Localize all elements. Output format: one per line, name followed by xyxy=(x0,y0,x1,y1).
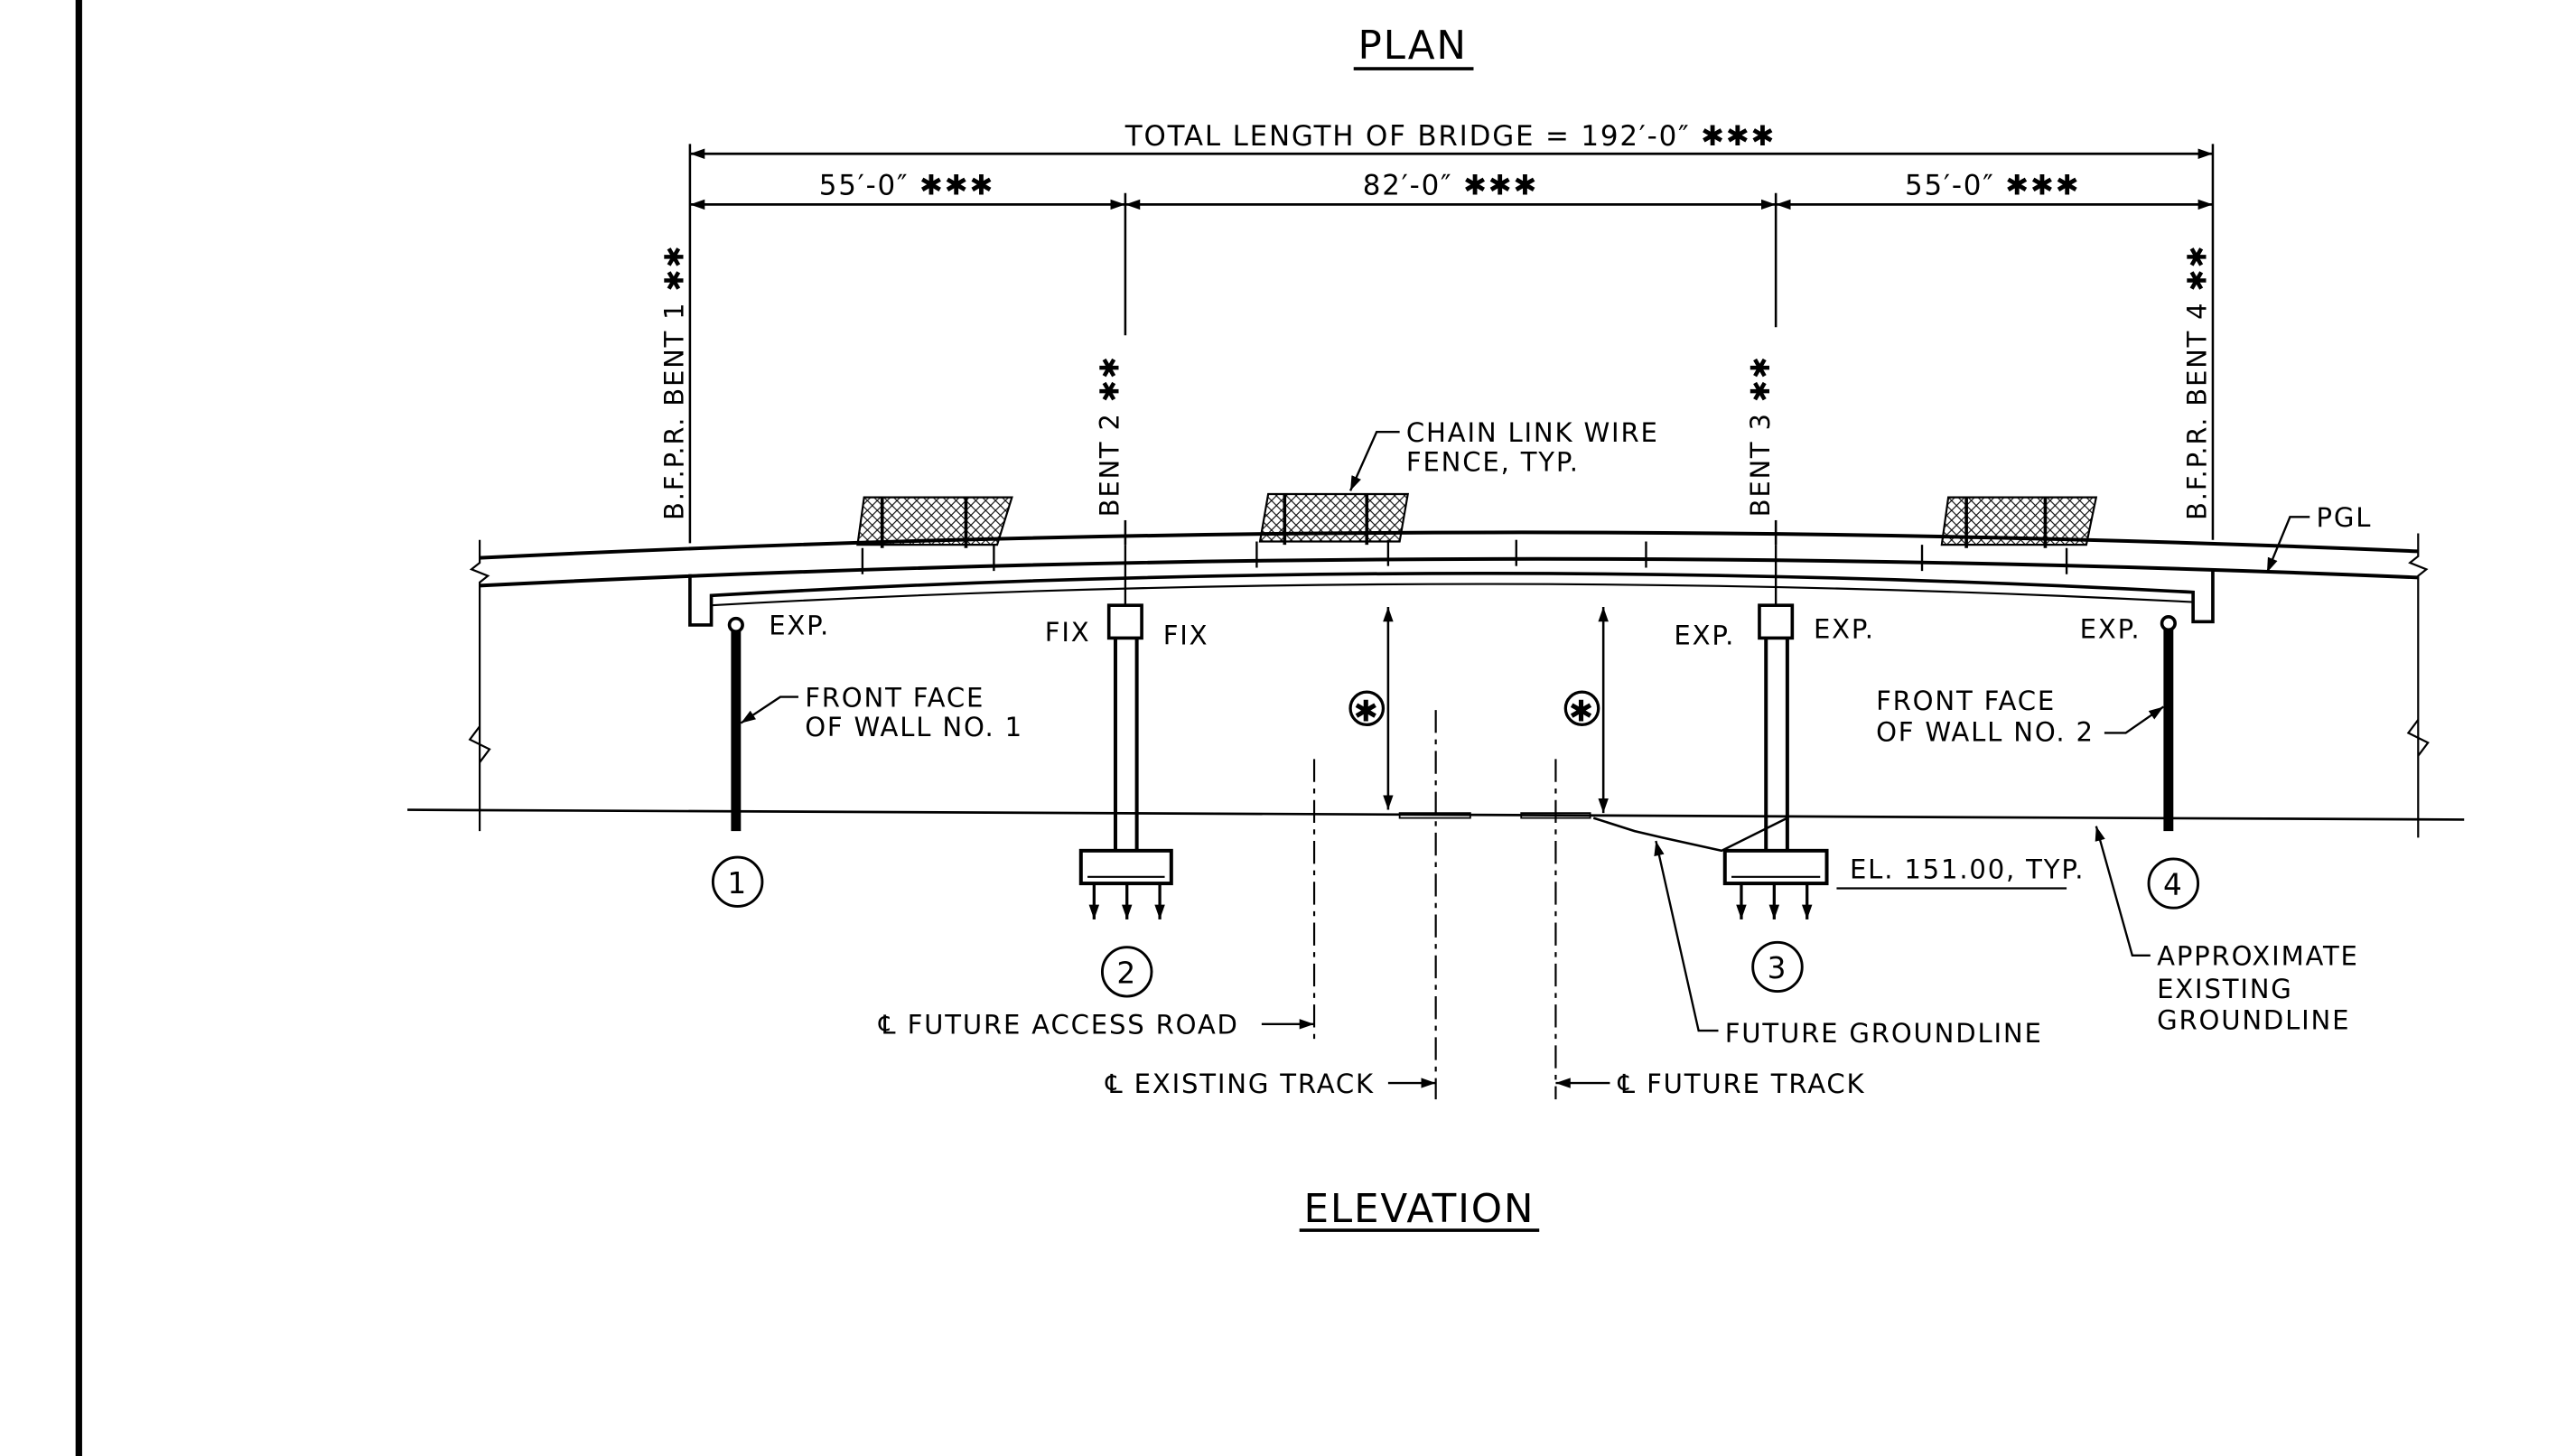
clearance-dimension-left: ✱ xyxy=(1348,606,1394,810)
pgl-callout: PGL xyxy=(2265,502,2373,574)
chain-link-fence-center xyxy=(1258,492,1410,546)
future-groundline-callout: FUTURE GROUNDLINE xyxy=(1654,840,2043,1049)
bridge-deck xyxy=(468,530,2430,838)
bearing-bent3-right-label: EXP. xyxy=(1814,613,1875,644)
plan-title-text: PLAN xyxy=(1358,23,1467,69)
wall1-note-line1: FRONT FACE xyxy=(805,683,984,714)
span3-label: 55′-0″ ✱✱✱ xyxy=(1905,170,2080,202)
total-length-dimension: TOTAL LENGTH OF BRIDGE = 192′-0″ ✱✱✱ xyxy=(689,120,2213,159)
bearing-bent2-left-label: FIX xyxy=(1045,617,1091,648)
wall-2 xyxy=(2160,615,2177,832)
bent-4-number: 4 xyxy=(2163,868,2184,902)
bent-3-column xyxy=(1722,603,1829,919)
bent-lines xyxy=(688,144,2215,546)
bearing-bent3-left-label: EXP. xyxy=(1674,621,1735,651)
clearance-right-symbol: ✱ xyxy=(1569,695,1595,729)
wall-1 xyxy=(727,616,744,832)
future-track-callout: ℄ FUTURE TRACK xyxy=(1555,1069,1866,1099)
bent3-label: BENT 3 ✱✱ xyxy=(1745,355,1776,517)
bent2-label: BENT 2 ✱✱ xyxy=(1095,355,1125,517)
future-access-road-label: ℄ FUTURE ACCESS ROAD xyxy=(878,1010,1239,1041)
future-groundline-label: FUTURE GROUNDLINE xyxy=(1725,1018,2043,1049)
bent-1-bubble: 1 xyxy=(711,855,764,908)
elevation-note: EL. 151.00, TYP. xyxy=(1836,854,2085,890)
wall-1-callout: FRONT FACE OF WALL NO. 1 xyxy=(740,683,1023,742)
wall2-note-line1: FRONT FACE xyxy=(1876,686,2056,716)
bearing-bent1-label: EXP. xyxy=(769,611,830,641)
plan-title: PLAN xyxy=(1353,23,1474,70)
bearing-bent2-right-label: FIX xyxy=(1163,621,1209,651)
future-groundline xyxy=(1398,812,1788,853)
approx-note-line2: EXISTING xyxy=(2157,974,2293,1004)
wall-2-callout: FRONT FACE OF WALL NO. 2 xyxy=(1876,686,2165,748)
span1-label: 55′-0″ ✱✱✱ xyxy=(819,170,994,202)
bent-2-column xyxy=(1078,603,1173,919)
wall2-note-line2: OF WALL NO. 2 xyxy=(1876,717,2095,748)
fence-callout: CHAIN LINK WIRE FENCE, TYP. xyxy=(1348,417,1659,491)
bent-3-number: 3 xyxy=(1768,951,1788,985)
approx-note-line1: APPROXIMATE xyxy=(2157,941,2359,972)
elevation-note-text: EL. 151.00, TYP. xyxy=(1850,854,2085,885)
bent-4-bubble: 4 xyxy=(2147,857,2200,910)
bearing-bent4-label: EXP. xyxy=(2080,613,2141,644)
bent4-label: B.F.P.R. BENT 4 ✱✱ xyxy=(2182,244,2213,520)
approx-groundline-callout: APPROXIMATE EXISTING GROUNDLINE xyxy=(2095,826,2359,1035)
future-access-road-callout: ℄ FUTURE ACCESS ROAD xyxy=(878,1010,1315,1041)
bent-1-number: 1 xyxy=(727,866,748,901)
existing-track-callout: ℄ EXISTING TRACK xyxy=(1105,1069,1436,1099)
bent1-label: B.F.P.R. BENT 1 ✱✱ xyxy=(659,244,690,520)
future-track-label: ℄ FUTURE TRACK xyxy=(1618,1069,1866,1099)
pgl-label: PGL xyxy=(2317,502,2373,533)
wall1-note-line2: OF WALL NO. 1 xyxy=(805,712,1023,742)
fence-note-line1: CHAIN LINK WIRE xyxy=(1406,417,1659,448)
span2-label: 82′-0″ ✱✱✱ xyxy=(1363,170,1538,202)
elevation-title: ELEVATION xyxy=(1299,1187,1540,1232)
fence-note-line2: FENCE, TYP. xyxy=(1406,447,1580,478)
span-dimensions: 55′-0″ ✱✱✱ 82′-0″ ✱✱✱ 55′-0″ ✱✱✱ xyxy=(689,170,2213,210)
total-length-label: TOTAL LENGTH OF BRIDGE = 192′-0″ ✱✱✱ xyxy=(1124,120,1776,153)
approx-note-line3: GROUNDLINE xyxy=(2157,1004,2350,1035)
elevation-title-text: ELEVATION xyxy=(1304,1187,1535,1232)
bent-3-bubble: 3 xyxy=(1751,940,1804,994)
existing-track-label: ℄ EXISTING TRACK xyxy=(1105,1069,1375,1099)
clearance-dimension-right: ✱ xyxy=(1563,606,1609,814)
bent-2-number: 2 xyxy=(1116,957,1137,991)
centerlines xyxy=(1312,710,1557,1100)
sheet-border-line xyxy=(75,0,82,1456)
bent-2-bubble: 2 xyxy=(1100,946,1153,998)
clearance-left-symbol: ✱ xyxy=(1354,695,1380,729)
